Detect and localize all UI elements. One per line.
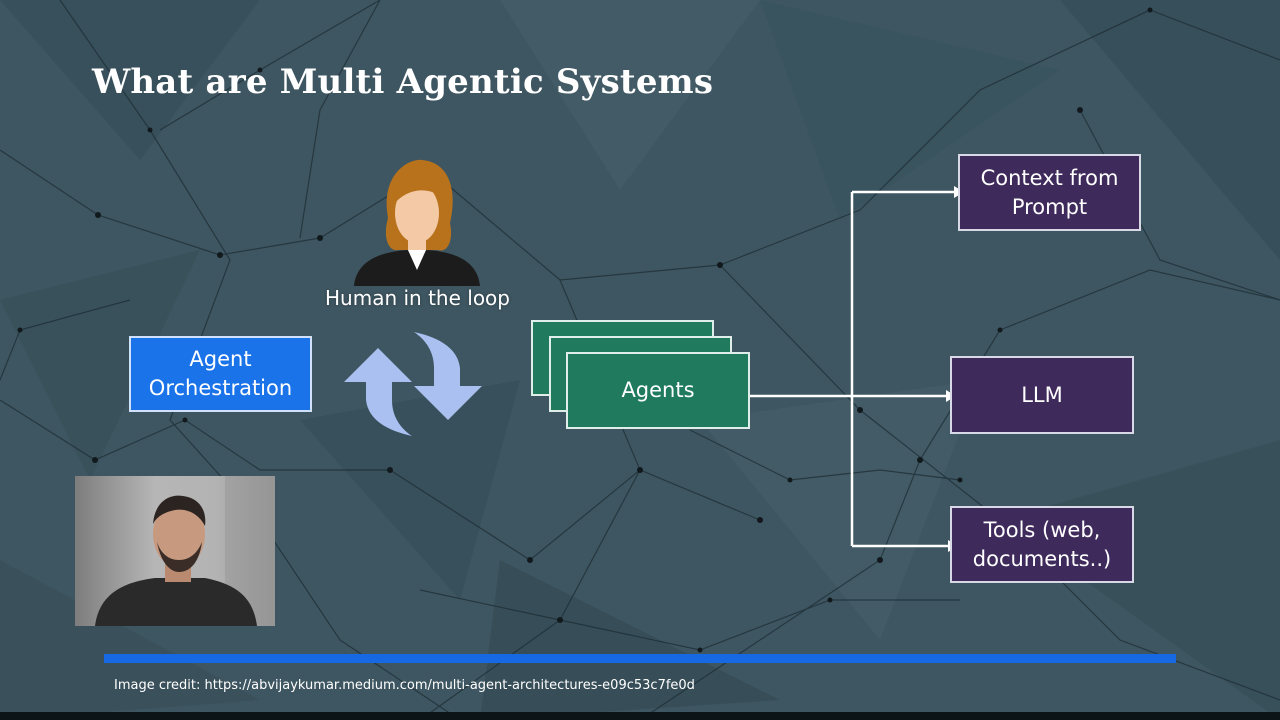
human-in-the-loop-label: Human in the loop xyxy=(325,286,510,310)
llm-label: LLM xyxy=(1021,382,1063,407)
slide-title: What are Multi Agentic Systems xyxy=(92,62,714,102)
tools-label: Tools (web, documents..) xyxy=(972,517,1112,571)
video-progress-fill xyxy=(104,654,1176,663)
context-from-prompt-label: Context from Prompt xyxy=(980,165,1119,219)
tools-box: Tools (web, documents..) xyxy=(950,506,1134,583)
agent-orchestration-box: Agent Orchestration xyxy=(129,336,312,412)
agents-label: Agents xyxy=(621,378,695,402)
context-from-prompt-box: Context from Prompt xyxy=(958,154,1141,231)
agents-box: Agents xyxy=(566,352,750,429)
refresh-cycle-icon xyxy=(344,332,482,436)
presenter-silhouette xyxy=(95,476,275,626)
person-avatar-icon xyxy=(354,159,480,286)
bottom-bar xyxy=(0,712,1280,720)
image-credit: Image credit: https://abvijaykumar.mediu… xyxy=(114,678,695,693)
video-progress-bar[interactable] xyxy=(104,654,1176,663)
connector-arrows xyxy=(750,186,964,552)
llm-box: LLM xyxy=(950,356,1134,434)
webcam-presenter xyxy=(75,476,275,626)
agent-orchestration-label: Agent Orchestration xyxy=(148,347,293,400)
